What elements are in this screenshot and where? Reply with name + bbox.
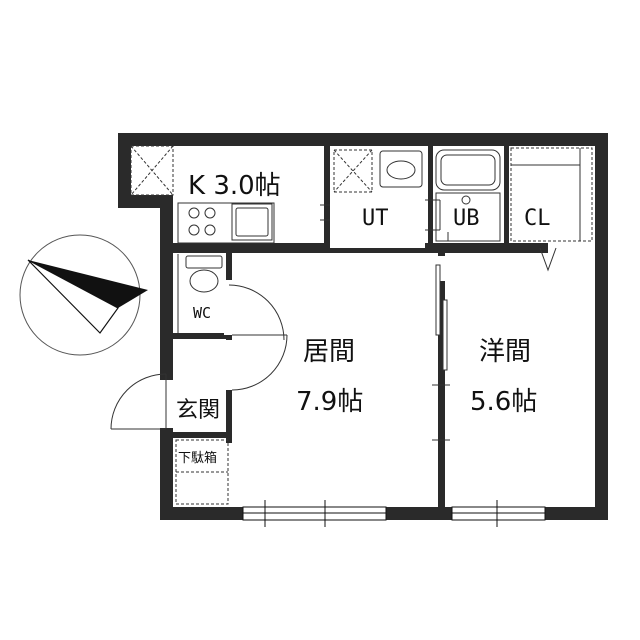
wc-door-swing bbox=[228, 284, 285, 341]
doors bbox=[110, 199, 449, 430]
bath-label: UB bbox=[453, 206, 480, 231]
entrance-door-swing bbox=[110, 373, 167, 430]
western-room-name: 洋間 bbox=[479, 337, 531, 367]
kitchen-fixtures bbox=[130, 145, 275, 244]
bathtub bbox=[435, 149, 501, 191]
washbasin bbox=[379, 150, 423, 188]
wall-openings bbox=[156, 241, 595, 428]
shoe-box bbox=[175, 439, 229, 505]
closet-fixtures bbox=[510, 147, 593, 272]
compass-ring bbox=[19, 234, 141, 356]
entrance-label: 玄関 bbox=[176, 398, 220, 423]
counter bbox=[177, 202, 275, 244]
room-labels: K 3.0帖 UT UB CL WC 居間 7.9帖 洋間 5.6帖 玄関 下駄… bbox=[176, 171, 551, 466]
living-room-name: 居間 bbox=[303, 337, 355, 367]
utility-label: UT bbox=[362, 206, 389, 231]
utility-fixtures bbox=[333, 149, 423, 193]
compass bbox=[19, 234, 148, 356]
north-arrow-icon bbox=[27, 259, 148, 334]
bath-fixtures bbox=[435, 149, 501, 242]
closet-label: CL bbox=[524, 206, 551, 231]
western-room-size: 5.6帖 bbox=[470, 387, 537, 417]
shoe-box-label: 下駄箱 bbox=[178, 450, 217, 466]
fridge-space bbox=[130, 145, 174, 196]
sink bbox=[235, 207, 269, 237]
living-door-swing bbox=[231, 334, 288, 391]
windows bbox=[242, 500, 546, 527]
sliding-door bbox=[432, 264, 450, 441]
toilet-icon bbox=[177, 254, 223, 333]
living-room-size: 7.9帖 bbox=[296, 387, 363, 417]
toilet-label: WC bbox=[193, 304, 211, 322]
stove-icon bbox=[188, 207, 216, 236]
kitchen-label: K 3.0帖 bbox=[188, 171, 281, 201]
washer-space bbox=[333, 149, 373, 193]
